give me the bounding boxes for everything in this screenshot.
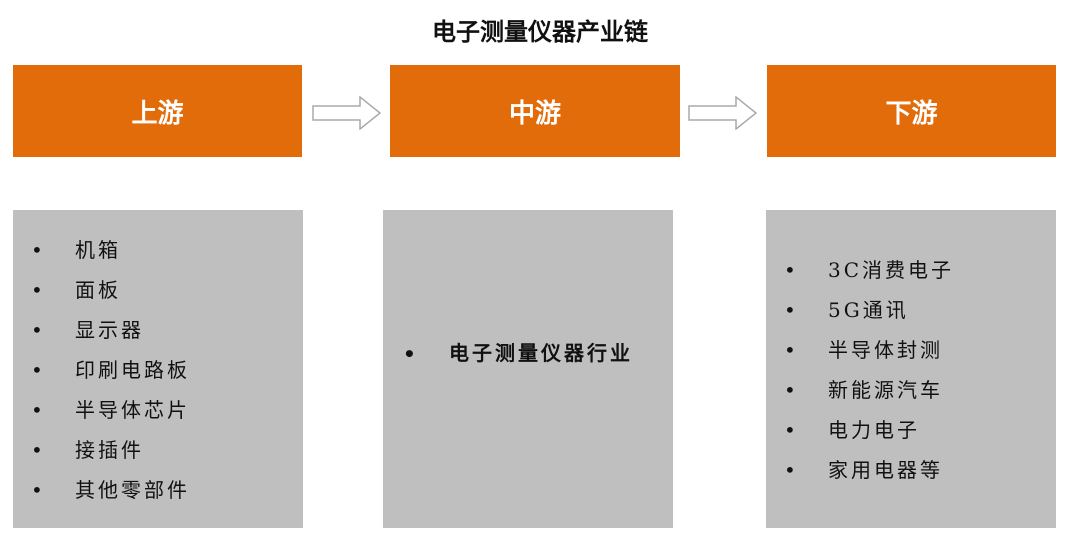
downstream-list-box: •3C消费电子 •5G通讯 •半导体封测 •新能源汽车 •电力电子 •家用电器等 xyxy=(766,210,1056,528)
list-item: •半导体封测 xyxy=(784,338,943,362)
midstream-list-box: •电子测量仪器行业 xyxy=(383,210,673,528)
downstream-header: 下游 xyxy=(767,65,1056,157)
list-item: •面板 xyxy=(31,278,121,302)
upstream-header: 上游 xyxy=(13,65,302,157)
diagram-title: 电子测量仪器产业链 xyxy=(432,17,648,46)
list-item: •电力电子 xyxy=(784,418,920,442)
list-item: •显示器 xyxy=(31,318,144,342)
list-item: •新能源汽车 xyxy=(784,378,943,402)
arrow-right-icon xyxy=(312,96,382,130)
list-item: •5G通讯 xyxy=(784,298,909,322)
list-item: •半导体芯片 xyxy=(31,398,190,422)
list-item: •3C消费电子 xyxy=(784,258,955,282)
list-item: •电子测量仪器行业 xyxy=(403,341,633,366)
list-item: •机箱 xyxy=(31,238,121,262)
upstream-list-box: •机箱 •面板 •显示器 •印刷电路板 •半导体芯片 •接插件 •其他零部件 xyxy=(13,210,303,528)
midstream-header: 中游 xyxy=(390,65,680,157)
list-item: •家用电器等 xyxy=(784,458,943,482)
arrow-right-icon xyxy=(688,96,758,130)
list-item: •印刷电路板 xyxy=(31,358,190,382)
list-item: •其他零部件 xyxy=(31,478,190,502)
list-item: •接插件 xyxy=(31,438,144,462)
